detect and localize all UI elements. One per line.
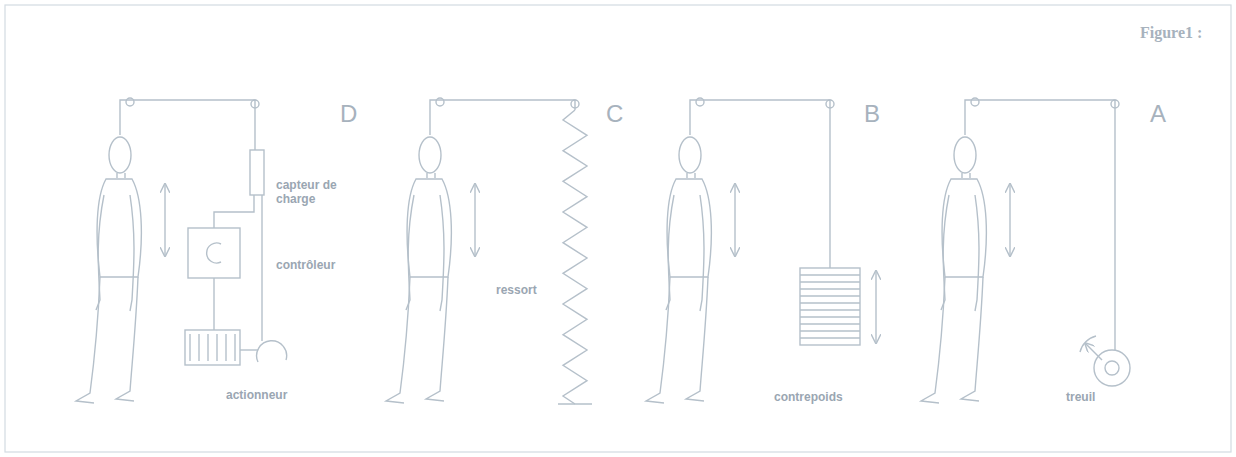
actuator-hatch <box>189 334 190 361</box>
figure-frame <box>5 5 1231 452</box>
panel-a-drawing <box>921 98 1130 403</box>
actuator-hatch <box>216 334 217 361</box>
controller-box <box>188 228 240 278</box>
part-label: ressort <box>496 283 537 297</box>
weight-plate <box>800 302 860 303</box>
part-label: contrepoids <box>774 390 843 404</box>
load-sensor <box>250 150 264 195</box>
panel-letter: D <box>340 100 357 129</box>
panel-letter: B <box>864 100 880 129</box>
counterweight-stack <box>800 268 860 345</box>
weight-plate <box>800 330 860 331</box>
panel-letter: C <box>606 100 623 129</box>
weight-plate <box>800 337 860 338</box>
actuator-hatch <box>198 334 199 361</box>
panel-letter: A <box>1150 100 1166 129</box>
weight-plate <box>800 316 860 317</box>
panel-c-drawing <box>386 98 592 404</box>
weight-plate <box>800 281 860 282</box>
figure-title: Figure1 : <box>1140 24 1202 42</box>
part-label: capteur de charge <box>276 178 346 207</box>
actuator-hatch <box>234 334 235 361</box>
weight-plate <box>800 295 860 296</box>
actuator-hatch <box>225 334 226 361</box>
motor-symbol <box>257 341 287 362</box>
weight-plate <box>800 323 860 324</box>
part-label: actionneur <box>226 388 287 402</box>
part-label: contrôleur <box>276 258 335 272</box>
spring-symbol <box>563 110 587 404</box>
weight-plate <box>800 309 860 310</box>
actuator-hatch <box>207 334 208 361</box>
weight-plate <box>800 274 860 275</box>
actuator-box <box>185 330 240 365</box>
winch-drum <box>1094 350 1130 386</box>
panel-d-drawing <box>76 98 287 403</box>
part-label: treuil <box>1066 390 1095 404</box>
weight-plate <box>800 288 860 289</box>
panel-b-drawing <box>646 98 876 403</box>
